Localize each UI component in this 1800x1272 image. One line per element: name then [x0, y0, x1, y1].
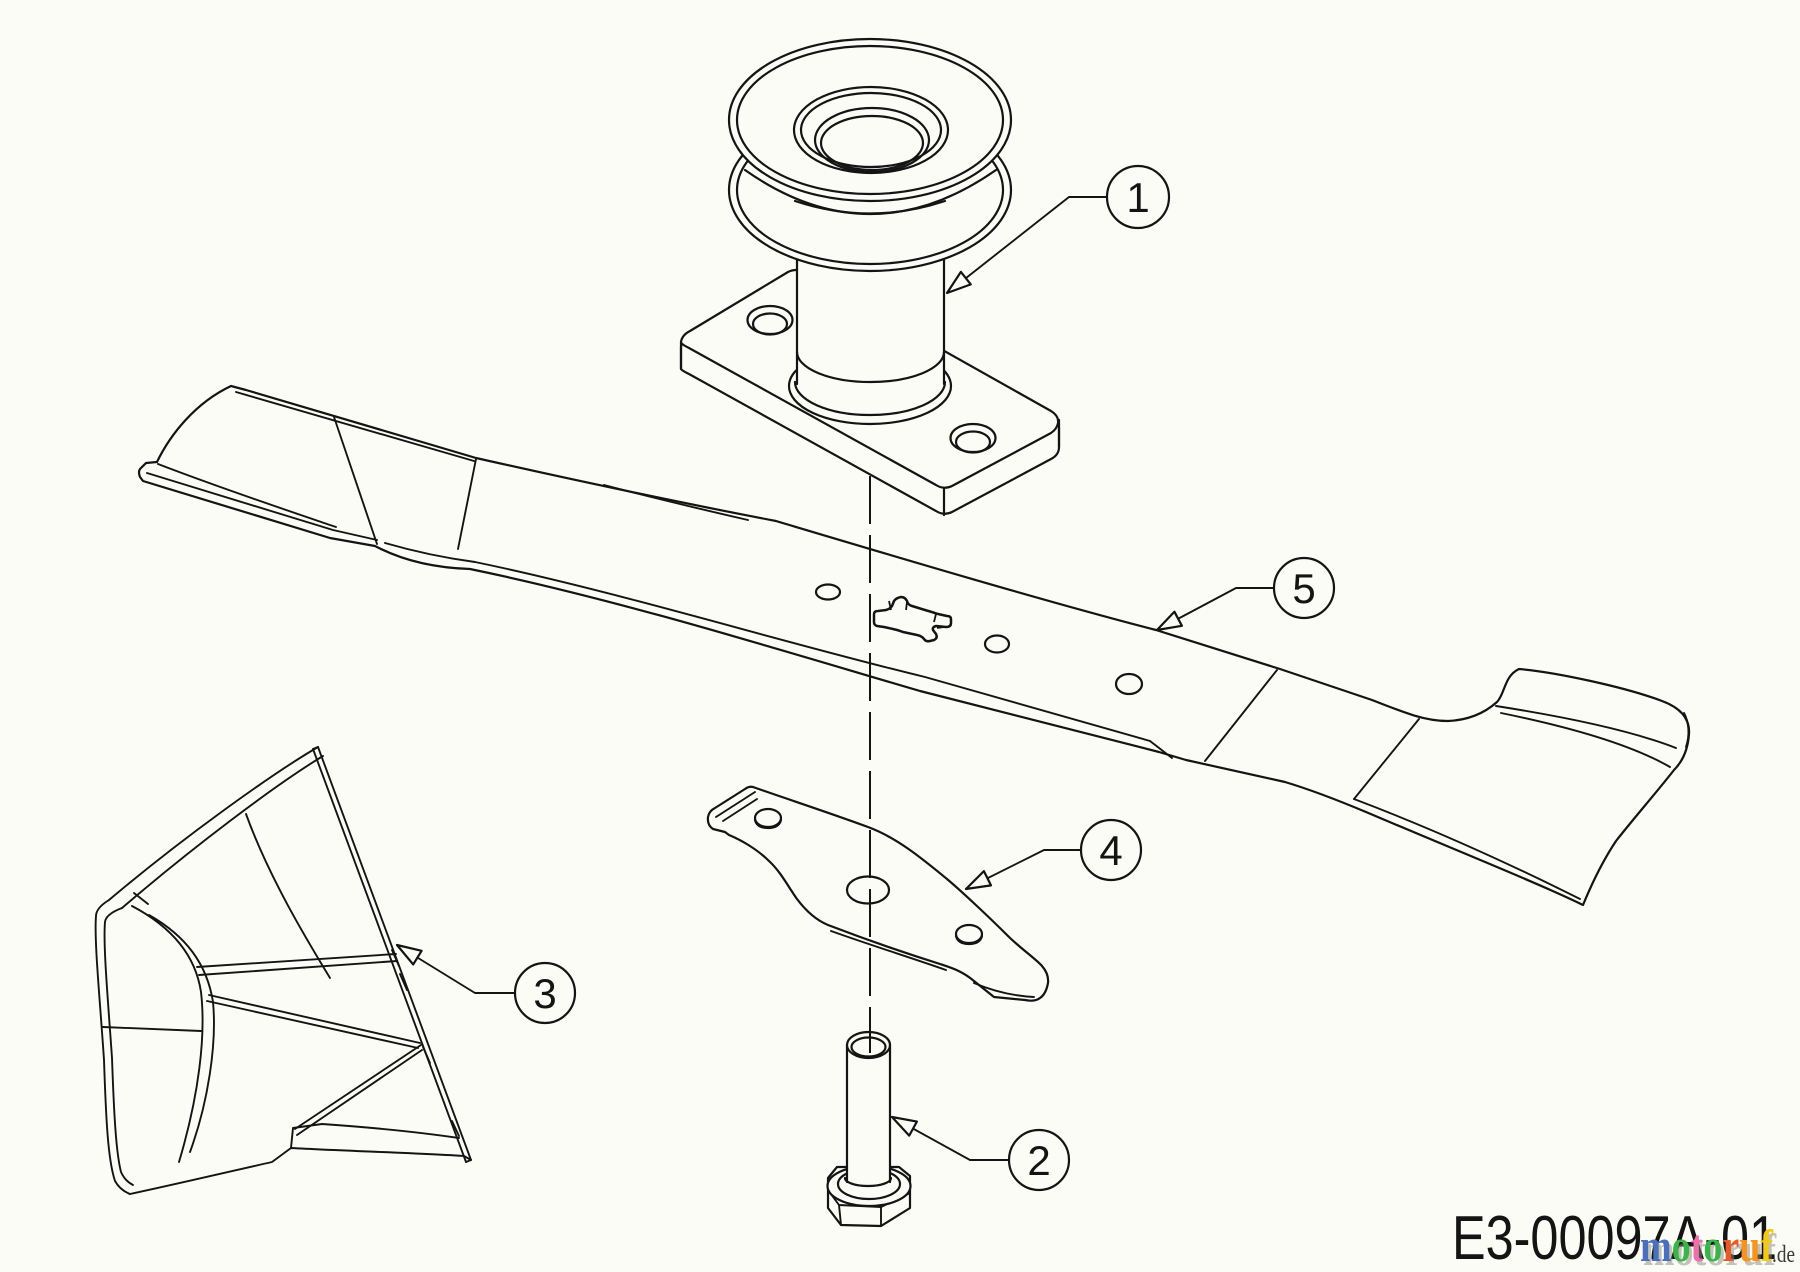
- svg-text:4: 4: [1099, 827, 1122, 874]
- svg-text:5: 5: [1292, 565, 1315, 612]
- svg-text:motoruf: motoruf: [1640, 1221, 1774, 1271]
- svg-text:3: 3: [533, 970, 556, 1017]
- svg-text:.de: .de: [1772, 1242, 1795, 1268]
- svg-text:motoruf: motoruf: [1643, 1225, 1777, 1272]
- svg-text:1: 1: [1126, 174, 1149, 221]
- svg-text:E3-00097A-01: E3-00097A-01: [1452, 1204, 1777, 1272]
- svg-text:2: 2: [1027, 1137, 1050, 1184]
